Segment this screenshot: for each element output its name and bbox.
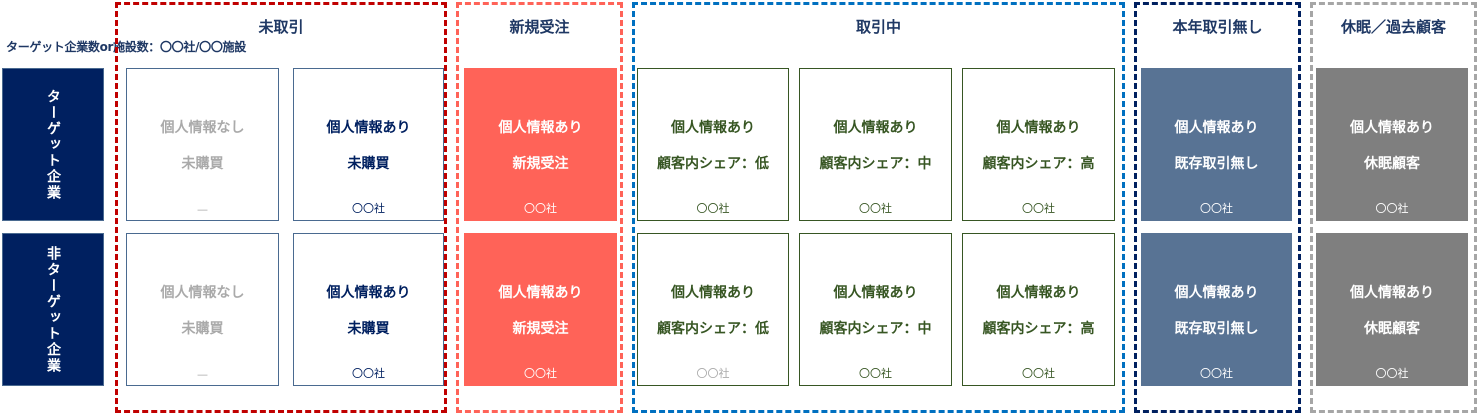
card-line1: 個人情報あり (671, 285, 755, 301)
segment-card: 個人情報あり顧客内シェア：高〇〇社 (962, 233, 1115, 386)
card-line1: 個人情報あり (326, 120, 411, 136)
segment-card: 個人情報あり顧客内シェア：低〇〇社 (637, 233, 789, 386)
group-title: 未取引 (258, 18, 304, 36)
card-line1: 個人情報あり (996, 120, 1081, 136)
segment-card: 個人情報あり新規受注〇〇社 (464, 68, 617, 221)
card-count: 〇〇社 (1375, 367, 1409, 380)
card-line2: 顧客内シェア：中 (819, 321, 932, 337)
group-title: 本年取引無し (1172, 18, 1263, 36)
card-line1: 個人情報あり (498, 285, 583, 301)
segment-card: 個人情報あり顧客内シェア：高〇〇社 (962, 68, 1115, 221)
card-line1: 個人情報あり (833, 285, 918, 301)
card-count: — (197, 368, 208, 381)
card-line1: 個人情報あり (996, 285, 1081, 301)
card-line2: 顧客内シェア：高 (982, 156, 1095, 172)
group-box-4 (1310, 2, 1477, 413)
group-box-3 (1134, 2, 1301, 413)
row-label-target: ターゲット企業 (2, 68, 104, 221)
card-line2: 顧客内シェア：低 (657, 156, 769, 172)
card-line2: 未購買 (181, 156, 224, 172)
group-title: 休眠／過去顧客 (1340, 18, 1446, 36)
card-count: 〇〇社 (1022, 202, 1055, 215)
segment-card: 個人情報あり既存取引無し〇〇社 (1141, 68, 1292, 221)
target-count-note: ターゲット企業数or施設数：〇〇社/〇〇施設 (6, 40, 246, 54)
card-count: 〇〇社 (524, 367, 557, 380)
card-line1: 個人情報あり (1174, 285, 1259, 301)
card-line2: 顧客内シェア：高 (982, 321, 1095, 337)
segment-card: 個人情報あり新規受注〇〇社 (464, 233, 617, 386)
card-line2: 休眠顧客 (1364, 156, 1420, 172)
card-count: 〇〇社 (696, 202, 730, 215)
segment-card: 個人情報あり顧客内シェア：中〇〇社 (799, 68, 952, 221)
card-line1: 個人情報あり (498, 120, 583, 136)
group-title: 新規受注 (509, 18, 570, 36)
card-line1: 個人情報あり (1350, 120, 1434, 136)
card-count: 〇〇社 (1200, 367, 1233, 380)
card-count: 〇〇社 (1200, 202, 1233, 215)
card-count: 〇〇社 (352, 202, 385, 215)
card-count: 〇〇社 (352, 367, 385, 380)
card-line2: 既存取引無し (1174, 156, 1259, 172)
card-line1: 個人情報あり (1350, 285, 1434, 301)
segment-card: 個人情報あり顧客内シェア：低〇〇社 (637, 68, 789, 221)
card-line2: 新規受注 (512, 321, 569, 337)
group-title: 取引中 (855, 18, 901, 36)
card-count: 〇〇社 (1022, 367, 1055, 380)
card-line2: 休眠顧客 (1364, 321, 1420, 337)
card-line2: 既存取引無し (1174, 321, 1259, 337)
card-count: — (197, 203, 208, 216)
segment-card: 個人情報なし未購買 — (126, 68, 279, 221)
card-line2: 未購買 (181, 321, 224, 337)
card-line2: 未購買 (347, 156, 390, 172)
segment-card: 個人情報あり休眠顧客〇〇社 (1316, 233, 1468, 386)
group-box-0 (115, 2, 447, 413)
segment-card: 個人情報あり顧客内シェア：中〇〇社 (799, 233, 952, 386)
group-box-1 (456, 2, 623, 413)
card-line1: 個人情報なし (160, 120, 245, 136)
group-box-2 (632, 2, 1125, 413)
card-line2: 顧客内シェア：中 (819, 156, 932, 172)
card-line1: 個人情報あり (326, 285, 411, 301)
segment-card: 個人情報あり既存取引無し〇〇社 (1141, 233, 1292, 386)
card-line2: 新規受注 (512, 156, 569, 172)
card-line1: 個人情報なし (160, 285, 245, 301)
segment-card: 個人情報あり休眠顧客〇〇社 (1316, 68, 1468, 221)
segment-card: 個人情報あり未購買〇〇社 (293, 233, 444, 386)
card-line2: 顧客内シェア：低 (657, 321, 769, 337)
card-line1: 個人情報あり (671, 120, 755, 136)
card-line1: 個人情報あり (833, 120, 918, 136)
card-count: 〇〇社 (859, 202, 892, 215)
card-line2: 未購買 (347, 321, 390, 337)
segment-card: 個人情報あり未購買〇〇社 (293, 68, 444, 221)
card-count: 〇〇社 (524, 202, 557, 215)
card-line1: 個人情報あり (1174, 120, 1259, 136)
card-count: 〇〇社 (696, 367, 730, 380)
card-count: 〇〇社 (1375, 202, 1409, 215)
row-label-non-target: 非ターゲット企業 (2, 233, 104, 386)
segment-card: 個人情報なし未購買 — (126, 233, 279, 386)
card-count: 〇〇社 (859, 367, 892, 380)
